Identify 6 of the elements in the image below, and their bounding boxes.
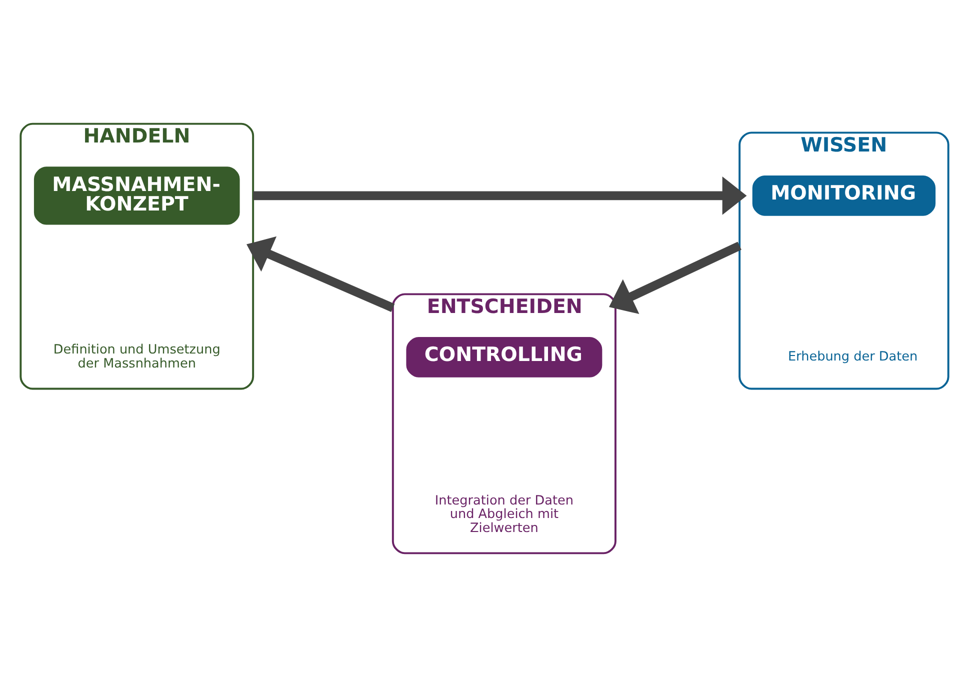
- node-box: CONTROLLING: [406, 337, 602, 378]
- arrow: [246, 236, 395, 312]
- node-box: MASSNAHMEN-KONZEPT: [34, 166, 240, 225]
- arrow: [609, 242, 742, 314]
- node-box: MONITORING: [752, 176, 936, 216]
- arrow: [253, 176, 747, 215]
